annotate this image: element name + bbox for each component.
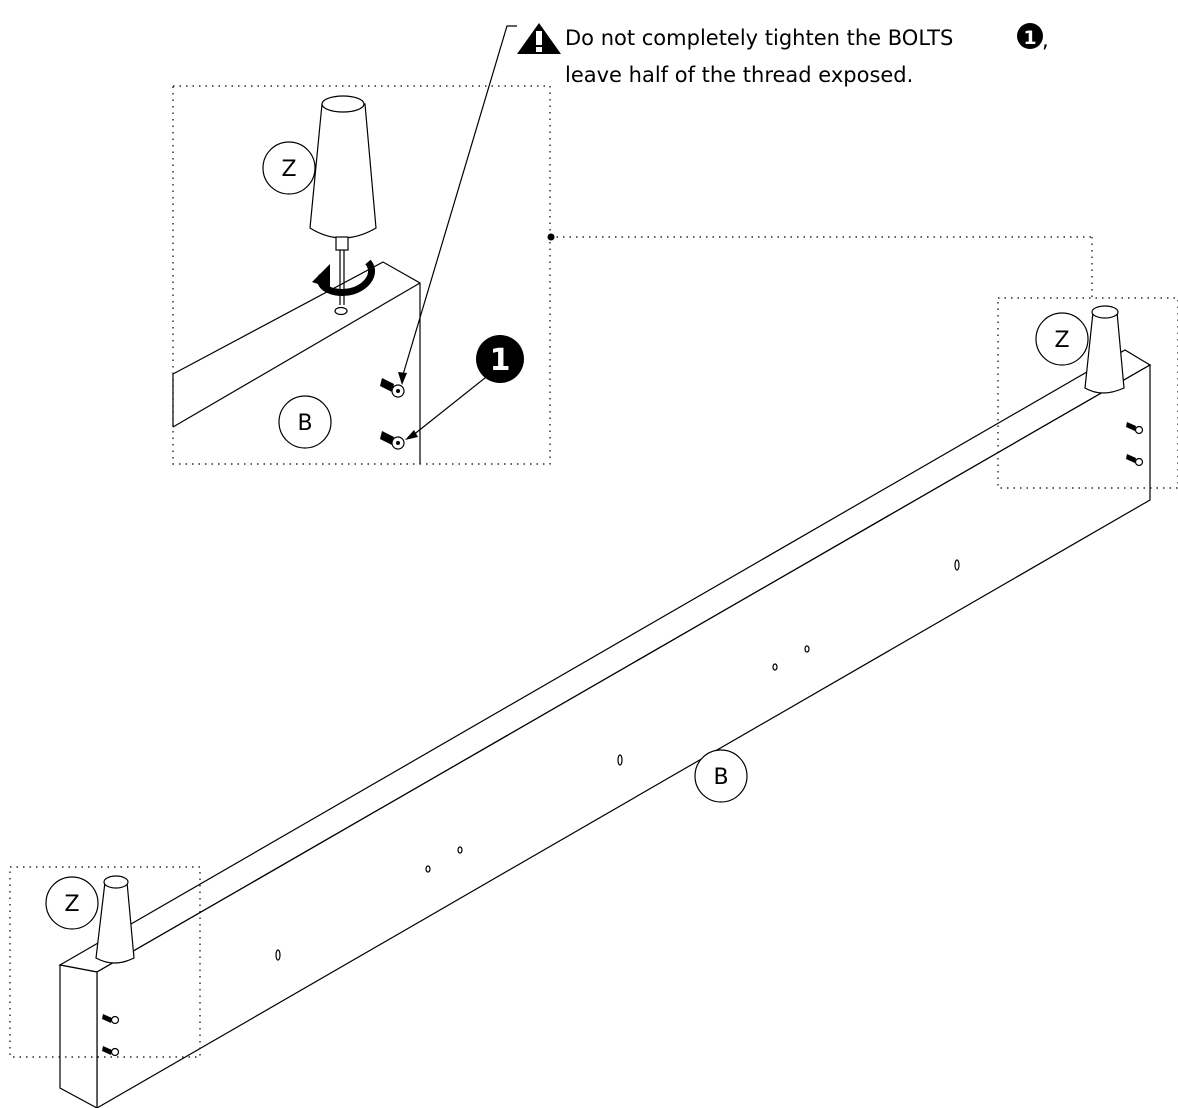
detail-board-label: B <box>278 395 332 449</box>
left-bolts <box>102 1014 120 1057</box>
left-leg <box>95 875 135 964</box>
rotate-arrow-icon <box>312 259 376 296</box>
right-bolts <box>1126 422 1144 467</box>
warning-note: Do not completely tighten the BOLTS 1 , … <box>517 23 1049 87</box>
detail-bolt-callout: 1 <box>405 335 524 440</box>
detail-bolt-upper <box>380 378 405 398</box>
right-leg <box>1084 305 1125 394</box>
board-holes <box>275 559 960 961</box>
warning-bolt-callout: 1 <box>1017 23 1043 49</box>
left-detail-frame <box>9 866 201 1058</box>
board-front-face <box>96 363 1151 1108</box>
warning-leader <box>398 25 517 385</box>
left-bolt-upper <box>102 1014 120 1025</box>
detail-leg <box>309 95 377 305</box>
svg-text:1: 1 <box>490 343 511 378</box>
detail-bolt-lower <box>380 431 405 450</box>
main-board <box>58 349 1152 1108</box>
svg-text:Z: Z <box>281 157 296 182</box>
right-bolt-lower <box>1126 454 1144 467</box>
board-label: B <box>694 749 748 803</box>
warning-comma: , <box>1042 28 1049 52</box>
svg-text:Z: Z <box>1054 328 1069 353</box>
warning-text-line2: leave half of the thread exposed. <box>565 63 913 87</box>
warning-text-line1: Do not completely tighten the BOLTS <box>565 26 953 50</box>
left-bolt-lower <box>102 1046 120 1057</box>
right-bolt-upper <box>1126 422 1144 435</box>
right-detail-frame <box>997 297 1178 489</box>
board-top-face <box>58 349 1152 973</box>
left-leg-label: Z <box>45 876 99 930</box>
detail-inset: 1 Z B <box>172 85 1093 465</box>
svg-text:Z: Z <box>64 892 79 917</box>
detail-board <box>172 261 421 464</box>
board-end-face <box>59 964 98 1108</box>
detail-leg-label: Z <box>262 141 316 195</box>
svg-text:B: B <box>297 411 312 436</box>
right-leg-label: Z <box>1035 312 1089 366</box>
svg-text:B: B <box>713 765 728 790</box>
warning-icon <box>517 23 561 54</box>
svg-text:1: 1 <box>1023 27 1036 49</box>
detail-frame <box>172 85 551 465</box>
